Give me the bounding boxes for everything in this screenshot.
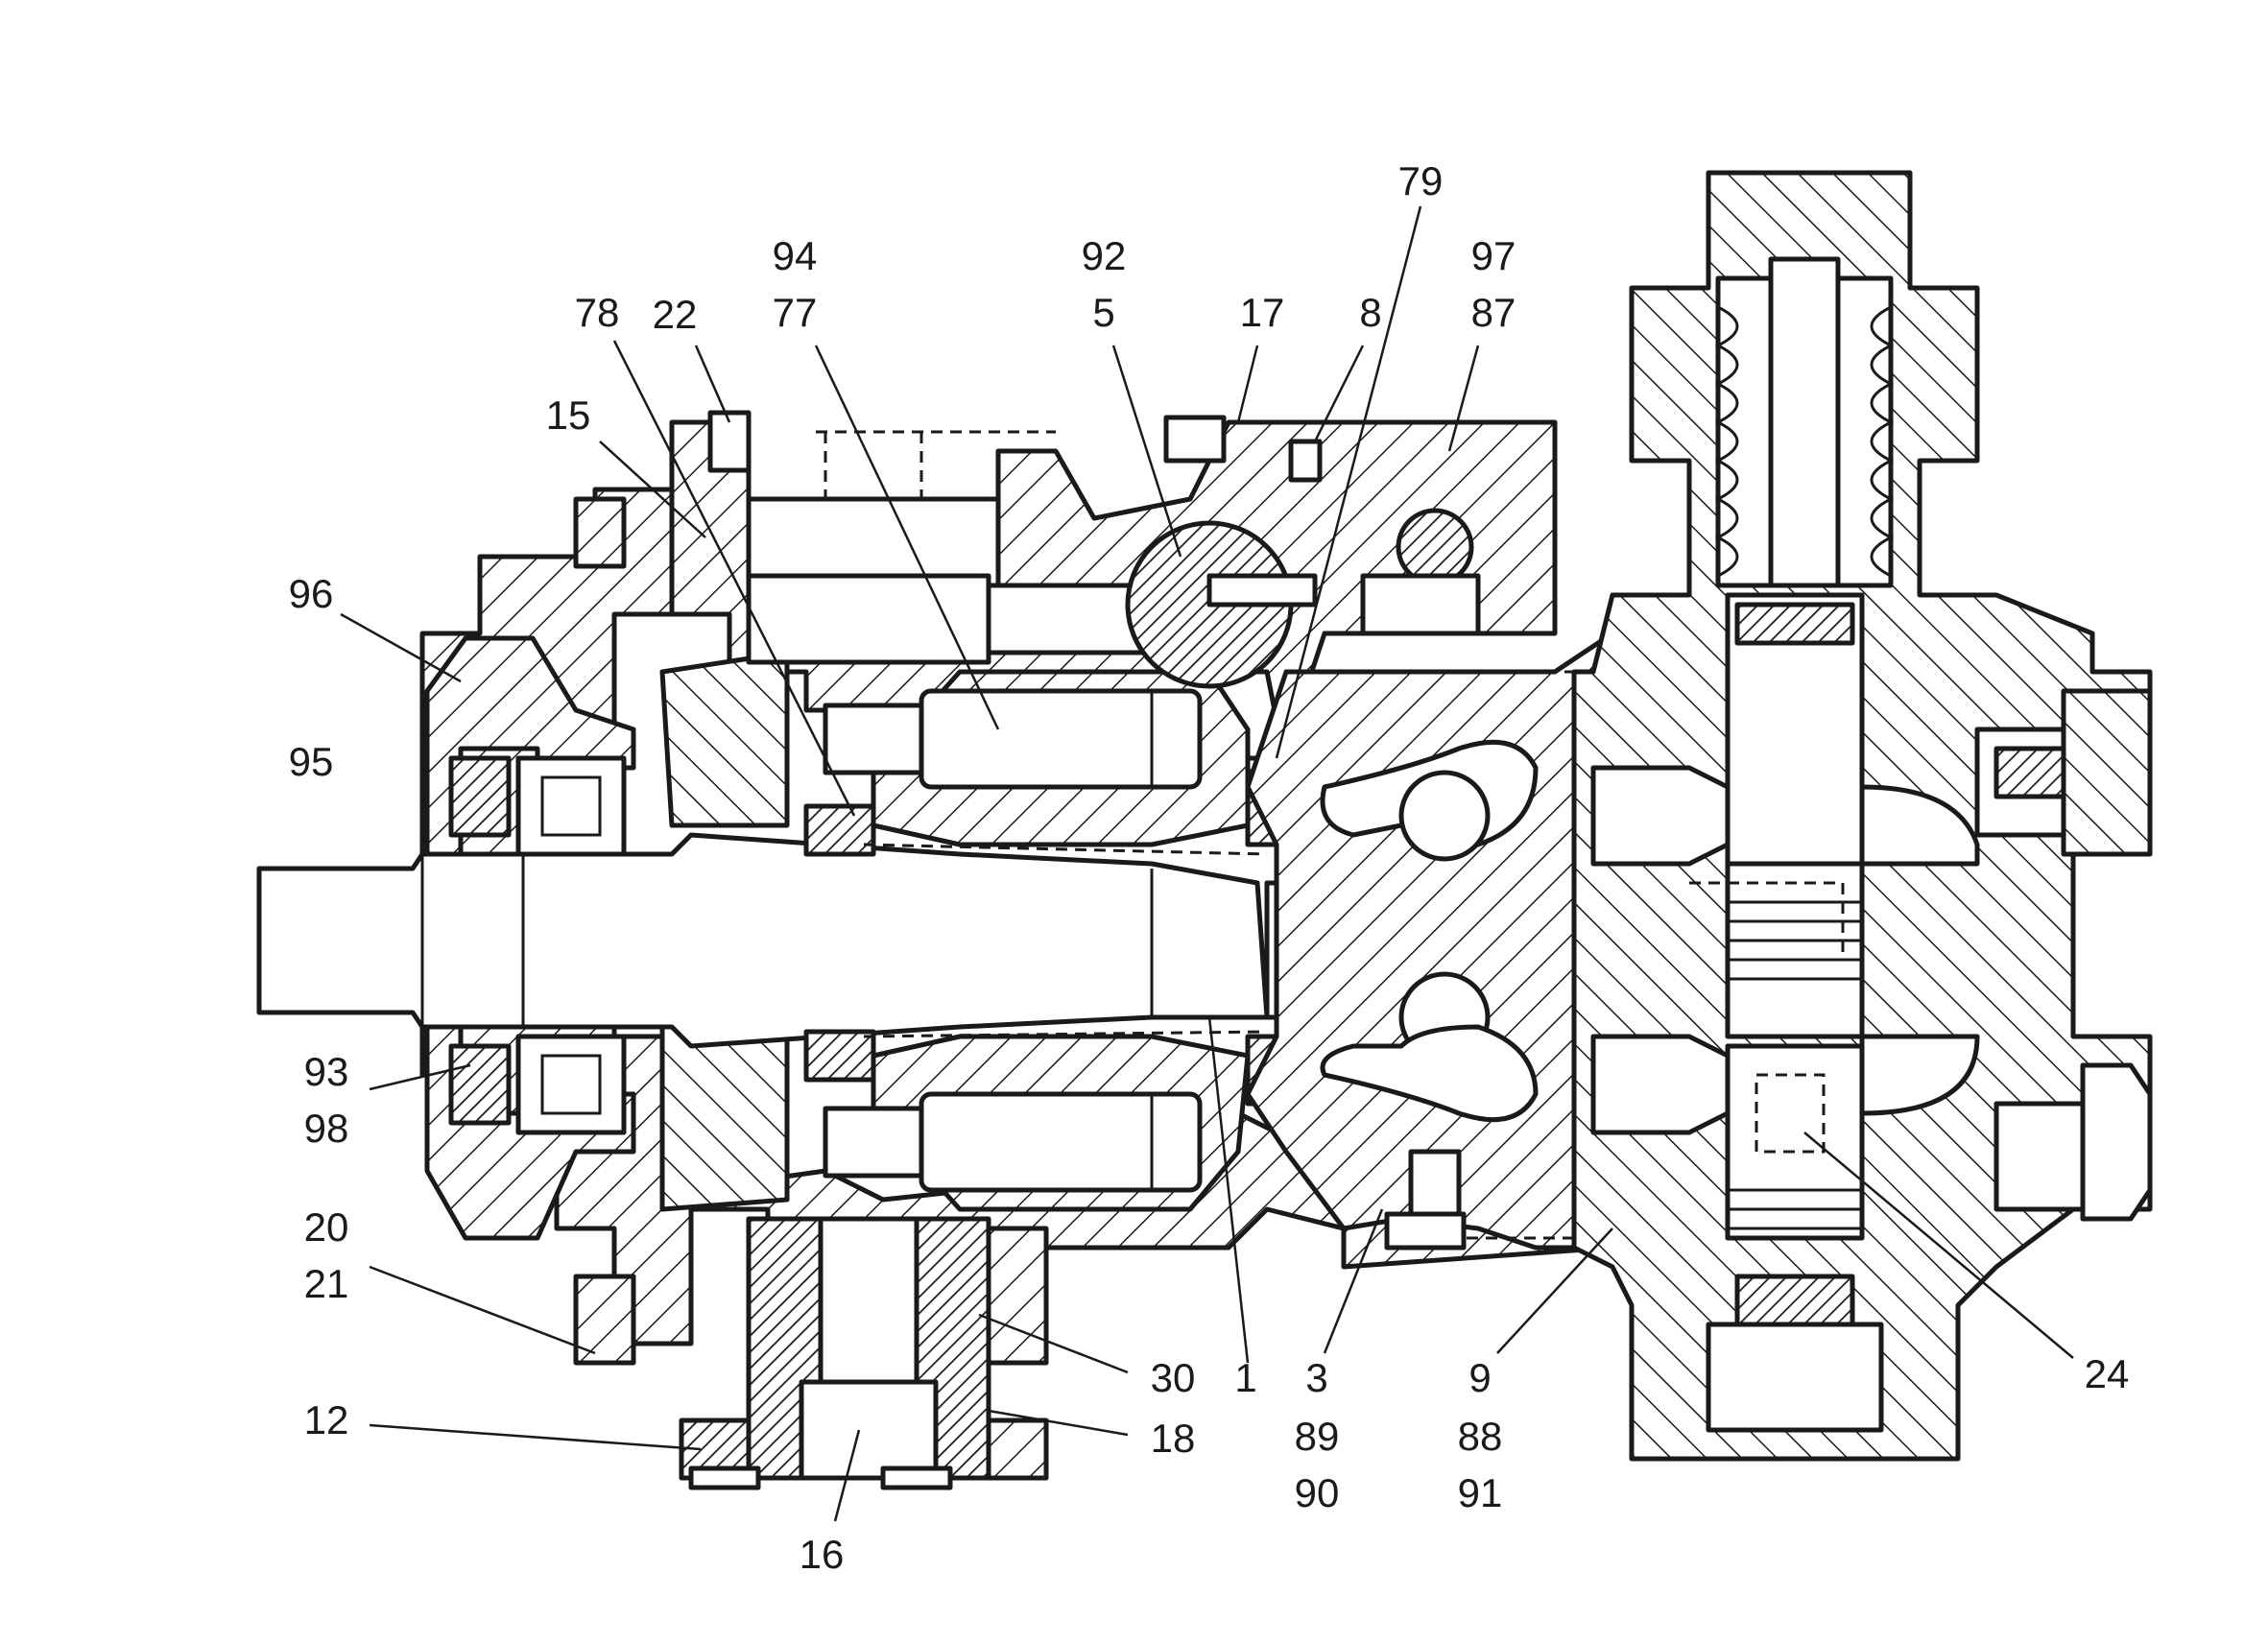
label-79: 79 [1398, 158, 1444, 203]
leader-3 [1323, 1208, 1384, 1354]
label-93: 93 [304, 1049, 349, 1094]
label-15: 15 [546, 393, 591, 438]
leader-22 [694, 345, 731, 423]
label-21: 21 [304, 1261, 349, 1306]
leader-lines [340, 205, 2074, 1522]
label-20: 20 [304, 1204, 349, 1250]
leader-17 [1236, 345, 1259, 423]
servo-piston [707, 410, 1318, 689]
label-78: 78 [575, 290, 620, 335]
leader-79 [1275, 205, 1422, 759]
leader-8 [1313, 345, 1365, 442]
label-16: 16 [800, 1532, 845, 1577]
port-block [1245, 439, 1673, 1251]
leader-96 [340, 612, 462, 683]
label-90: 90 [1295, 1470, 1340, 1515]
leader-30 [978, 1313, 1129, 1374]
leader-9 [1496, 1227, 1613, 1354]
label-89: 89 [1295, 1414, 1340, 1459]
label-22: 22 [653, 292, 698, 337]
leader-21 [369, 1265, 596, 1355]
part-labels: 79 94 92 97 78 22 77 5 17 8 87 15 96 95 … [289, 158, 2130, 1577]
label-95: 95 [289, 739, 334, 784]
label-24: 24 [2085, 1351, 2130, 1396]
leader-77 [814, 345, 1000, 730]
leader-93 [369, 1063, 471, 1091]
leader-87 [1447, 345, 1480, 452]
front-bearing [448, 755, 627, 1135]
label-30: 30 [1151, 1355, 1196, 1400]
leader-78 [612, 340, 856, 817]
leader-5 [1111, 345, 1182, 558]
label-92: 92 [1082, 233, 1127, 278]
label-91: 91 [1458, 1470, 1503, 1515]
leader-15 [599, 441, 706, 538]
valve-spring [1714, 305, 1895, 578]
label-98: 98 [304, 1106, 349, 1151]
label-9: 9 [1468, 1355, 1491, 1400]
lower-fitting [679, 1216, 1049, 1490]
leader-12 [369, 1423, 702, 1451]
label-96: 96 [289, 571, 334, 616]
label-87: 87 [1471, 290, 1516, 335]
label-97: 97 [1471, 233, 1516, 278]
label-77: 77 [773, 290, 818, 335]
label-1: 1 [1234, 1355, 1256, 1400]
leader-1 [1207, 1016, 1250, 1364]
leader-18 [988, 1409, 1129, 1437]
cylinder-drum [803, 669, 1268, 1212]
label-18: 18 [1151, 1416, 1196, 1461]
label-12: 12 [304, 1397, 349, 1442]
label-5: 5 [1092, 290, 1114, 335]
label-17: 17 [1240, 290, 1285, 335]
label-3: 3 [1305, 1355, 1327, 1400]
label-8: 8 [1359, 290, 1381, 335]
label-88: 88 [1458, 1414, 1503, 1459]
control-valve-body [1571, 170, 2153, 1462]
label-94: 94 [773, 233, 818, 278]
leader-16 [833, 1429, 861, 1522]
leader-24 [1803, 1132, 2074, 1359]
